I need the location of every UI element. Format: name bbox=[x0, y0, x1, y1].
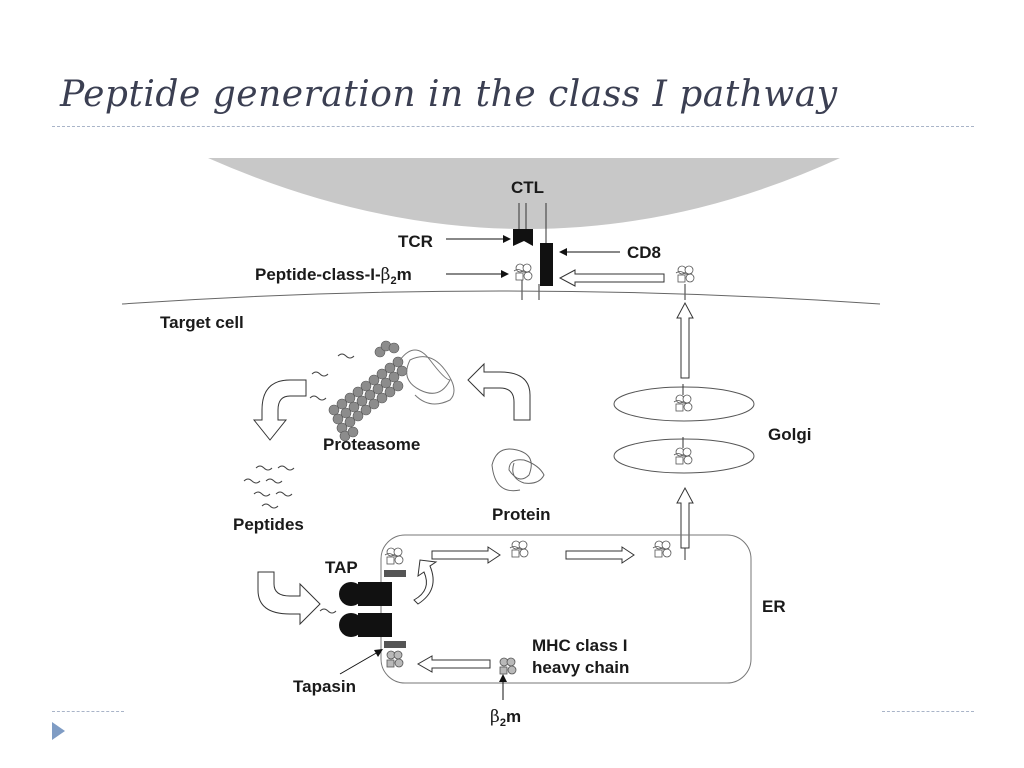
transport-arrow-er-to-golgi bbox=[676, 486, 694, 549]
tapasin-upper bbox=[384, 570, 406, 577]
er-arrow-2 bbox=[565, 546, 635, 564]
cd8-coreceptor bbox=[540, 243, 553, 286]
transport-arrow-golgi-to-surface bbox=[676, 301, 694, 379]
unfolding-protein-strand bbox=[399, 349, 455, 405]
golgi-label: Golgi bbox=[768, 425, 811, 444]
tcr-block bbox=[513, 229, 533, 246]
footer-divider-right bbox=[882, 711, 974, 712]
curved-arrow-proteasome-to-peptides bbox=[252, 379, 307, 441]
er-arrow-heavy-chain-to-tap bbox=[416, 655, 491, 673]
golgi-cisterna-top bbox=[613, 386, 755, 422]
protein-coil bbox=[491, 448, 545, 492]
endoplasmic-reticulum bbox=[380, 534, 752, 684]
tcr-receptor bbox=[518, 203, 547, 247]
mhc-heavy-chain-label-line2: heavy chain bbox=[532, 658, 629, 677]
footer-divider-left bbox=[52, 711, 124, 712]
curved-arrow-peptides-to-tap bbox=[257, 571, 321, 626]
protein-label: Protein bbox=[492, 505, 551, 524]
peptides-cluster bbox=[243, 465, 295, 509]
tapasin-label: Tapasin bbox=[293, 677, 356, 696]
mhc-heavy-chain-label: MHC class I bbox=[532, 636, 627, 655]
er-arrow-1 bbox=[431, 546, 501, 564]
ctl-cell bbox=[208, 158, 840, 229]
mhc-heavy-chain-icon bbox=[499, 657, 517, 675]
tcr-label: TCR bbox=[398, 232, 433, 251]
tap-label: TAP bbox=[325, 558, 358, 577]
transport-arrow-to-synapse bbox=[558, 269, 665, 287]
ctl-label: CTL bbox=[511, 178, 544, 197]
surface-mhc-complex-right bbox=[675, 265, 695, 283]
cd8-label: CD8 bbox=[627, 243, 661, 262]
curved-arrow-protein-to-proteasome bbox=[467, 362, 531, 421]
surface-mhc-complex bbox=[513, 263, 533, 281]
title-divider bbox=[52, 126, 974, 127]
target-cell-label: Target cell bbox=[160, 313, 244, 332]
proteasome-label: Proteasome bbox=[323, 435, 420, 454]
peptide-class-i-b2m-label: Peptide-class-I-β2m bbox=[255, 265, 412, 287]
next-slide-arrow-icon[interactable] bbox=[52, 722, 65, 740]
peptide-loading-arc-arrow bbox=[413, 559, 438, 605]
tap-transporter bbox=[339, 582, 392, 637]
tapasin-lower bbox=[384, 641, 406, 648]
peptides-label: Peptides bbox=[233, 515, 304, 534]
er-label: ER bbox=[762, 597, 786, 616]
proteasome bbox=[328, 340, 408, 442]
target-cell-membrane bbox=[121, 290, 881, 305]
slide-title: Peptide generation in the class I pathwa… bbox=[60, 74, 838, 115]
beta2m-label: β2m bbox=[490, 707, 521, 729]
